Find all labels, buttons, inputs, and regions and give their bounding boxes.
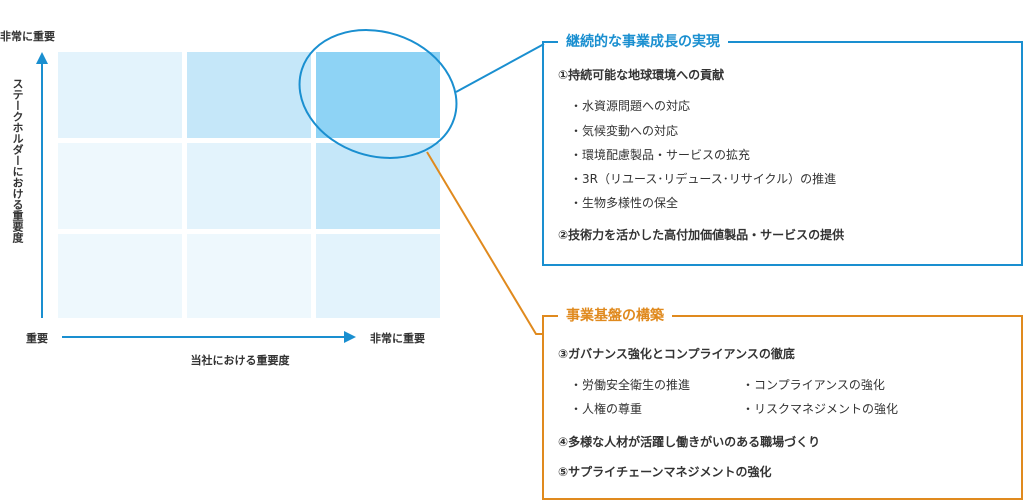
foundation-item: ・コンプライアンスの強化: [742, 378, 885, 392]
growth-item: ・生物多様性の保全: [570, 196, 679, 210]
foundation-item: ・リスクマネジメントの強化: [742, 402, 899, 416]
blue-connector-line: [455, 43, 545, 93]
matrix-cell-r3c3: [316, 234, 440, 318]
x-axis-left-label: 重要: [26, 332, 48, 345]
matrix-cell-r1c3: [316, 52, 440, 138]
growth-item: ・3R（リユース･リデュース･リサイクル）の推進: [570, 172, 837, 186]
growth-heading-1: ①持続可能な地球環境への貢献: [558, 68, 725, 82]
x-axis-title: 当社における重要度: [190, 354, 290, 367]
matrix-cell-r2c1: [58, 143, 182, 229]
foundation-box-title: 事業基盤の構築: [558, 305, 672, 325]
foundation-heading-4: ④多様な人材が活躍し働きがいのある職場づくり: [558, 435, 821, 449]
growth-box: [542, 41, 1023, 266]
y-axis-top-label: 非常に重要: [0, 30, 55, 43]
matrix-cell-r3c1: [58, 234, 182, 318]
foundation-heading-5: ⑤サプライチェーンマネジメントの強化: [558, 465, 772, 479]
foundation-box: [542, 315, 1023, 500]
growth-item: ・環境配慮製品・サービスの拡充: [570, 148, 751, 162]
growth-box-title: 継続的な事業成長の実現: [558, 31, 728, 51]
foundation-item: ・労働安全衛生の推進: [570, 378, 691, 392]
matrix-cell-r1c2: [187, 52, 311, 138]
foundation-item: ・人権の尊重: [570, 402, 643, 416]
x-axis-arrowhead: [344, 331, 356, 343]
matrix-cell-r2c2: [187, 143, 311, 229]
x-axis-right-label: 非常に重要: [370, 332, 425, 345]
matrix-cell-r3c2: [187, 234, 311, 318]
orange-connector-line: [426, 151, 544, 335]
foundation-heading-3: ③ガバナンス強化とコンプライアンスの徹底: [558, 347, 795, 361]
growth-item: ・気候変動への対応: [570, 124, 679, 138]
growth-heading-2: ②技術力を活かした高付加価値製品・サービスの提供: [558, 228, 845, 242]
y-axis-arrowhead: [36, 52, 48, 64]
y-axis-title: ステークホルダーにおける重要度: [11, 78, 24, 243]
highlight-ellipse: [298, 29, 458, 159]
growth-item: ・水資源問題への対応: [570, 99, 691, 113]
matrix-cell-r1c1: [58, 52, 182, 138]
